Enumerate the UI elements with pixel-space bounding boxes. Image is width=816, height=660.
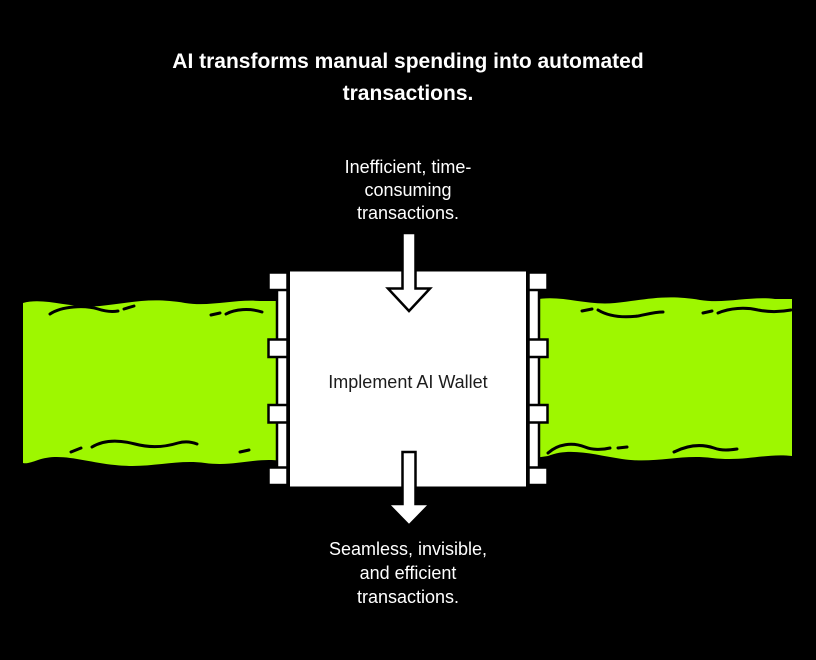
flange-tab <box>267 271 289 292</box>
left-flange <box>267 271 289 487</box>
top-down-arrow-icon <box>385 231 433 313</box>
right-band-sketch-lines <box>546 306 793 455</box>
flange-tab <box>527 338 549 359</box>
output-state-label: Seamless, invisible, and efficient trans… <box>328 539 488 607</box>
wallet-box-label: Implement AI Wallet <box>328 372 488 392</box>
left-flange-strip <box>275 271 289 487</box>
bottom-down-arrow-icon <box>385 450 433 528</box>
flange-tab <box>267 466 289 487</box>
flange-tab <box>527 403 549 424</box>
input-state-label: Inefficient, time- consuming transaction… <box>344 157 472 223</box>
flange-tab <box>527 271 549 292</box>
diagram-title: AI transforms manual spending into autom… <box>172 50 644 105</box>
right-flow-band <box>534 297 793 461</box>
right-flange-strip <box>527 271 541 487</box>
flange-tab <box>267 338 289 359</box>
right-flow-band-shape <box>534 297 792 461</box>
flange-tab <box>527 466 549 487</box>
flange-tab <box>267 403 289 424</box>
right-flange <box>527 271 549 487</box>
left-flow-band <box>23 300 282 466</box>
left-band-sketch-lines <box>48 304 264 454</box>
left-flow-band-shape <box>23 300 282 466</box>
